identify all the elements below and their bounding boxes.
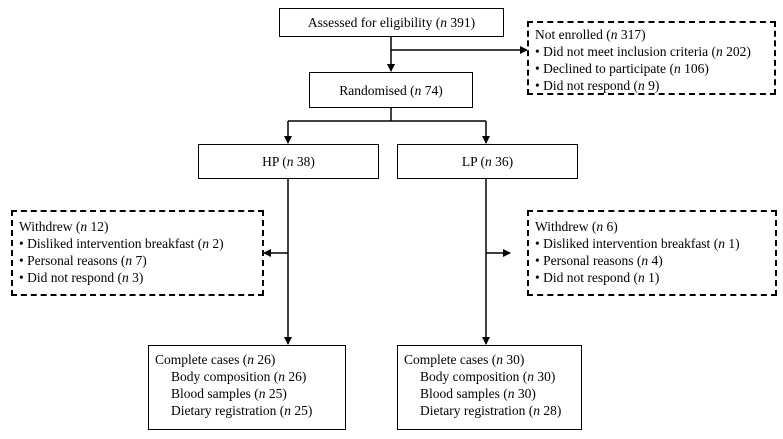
withdrew-lp-item-disliked: Disliked intervention breakfast (n 1) (535, 235, 769, 252)
complete-hp-item-blood: Blood samples (n 25) (171, 386, 287, 401)
withdrew-hp-item-personal: Personal reasons (n 7) (19, 252, 256, 269)
withdrew-lp-box: Withdrew (n 6) Disliked intervention bre… (527, 210, 777, 296)
not-enrolled-item-declined: Declined to participate (n 106) (535, 60, 768, 77)
withdrew-lp-item-personal: Personal reasons (n 4) (535, 252, 769, 269)
complete-lp-item-dietary: Dietary registration (n 28) (420, 403, 562, 418)
withdrew-hp-box: Withdrew (n 12) Disliked intervention br… (11, 210, 264, 296)
withdrew-hp-title: Withdrew (n 12) (19, 219, 109, 234)
complete-lp-item-blood: Blood samples (n 30) (420, 386, 536, 401)
randomised-label: Randomised (n 74) (339, 82, 443, 98)
not-enrolled-box: Not enrolled (n 317) Did not meet inclus… (527, 21, 776, 95)
complete-hp-item-dietary: Dietary registration (n 25) (171, 403, 313, 418)
withdrew-lp-title: Withdrew (n 6) (535, 219, 618, 234)
not-enrolled-item-criteria: Did not meet inclusion criteria (n 202) (535, 43, 768, 60)
complete-lp-box: Complete cases (n 30) Body composition (… (397, 345, 582, 430)
withdrew-lp-item-no-response: Did not respond (n 1) (535, 269, 769, 286)
lp-box: LP (n 36) (397, 144, 578, 179)
hp-box: HP (n 38) (198, 144, 379, 179)
not-enrolled-item-no-response: Did not respond (n 9) (535, 77, 768, 94)
lp-label: LP (n 36) (461, 154, 514, 169)
assessed-label: Assessed for eligibility (n 391) (307, 15, 476, 30)
complete-hp-item-body: Body composition (n 26) (171, 369, 307, 384)
complete-lp-title: Complete cases (n 30) (404, 352, 525, 367)
randomised-box: Randomised (n 74) (309, 72, 473, 108)
withdrew-hp-item-no-response: Did not respond (n 3) (19, 269, 256, 286)
not-enrolled-title: Not enrolled (n 317) (535, 27, 646, 42)
assessed-box: Assessed for eligibility (n 391) (279, 8, 504, 37)
complete-lp-item-body: Body composition (n 30) (420, 369, 556, 384)
hp-label: HP (n 38) (262, 154, 315, 169)
complete-hp-title: Complete cases (n 26) (155, 352, 276, 367)
complete-hp-box: Complete cases (n 26) Body composition (… (148, 345, 346, 430)
withdrew-hp-item-disliked: Disliked intervention breakfast (n 2) (19, 235, 256, 252)
